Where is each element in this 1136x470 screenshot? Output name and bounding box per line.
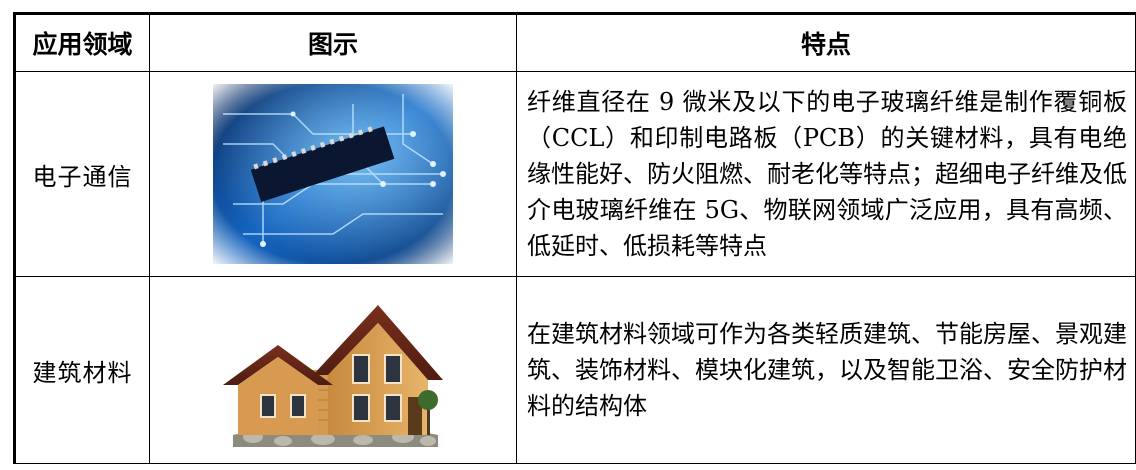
table-row: 电子通信	[13, 71, 1136, 277]
features-cell: 在建筑材料领域可作为各类轻质建筑、节能房屋、景观建筑、装饰材料、模块化建筑，以及…	[516, 276, 1136, 464]
circuit-board-photo	[213, 84, 453, 264]
image-cell	[149, 276, 517, 464]
header-field: 应用领域	[13, 12, 150, 72]
field-cell: 电子通信	[13, 71, 150, 277]
field-cell: 建筑材料	[13, 276, 150, 464]
features-text: 在建筑材料领域可作为各类轻质建筑、节能房屋、景观建筑、装饰材料、模块化建筑，以及…	[527, 320, 1127, 420]
application-table: 应用领域 图示 特点 电子通信	[13, 12, 1136, 464]
wooden-house-photo	[223, 305, 443, 447]
features-text: 纤维直径在 9 微米及以下的电子玻璃纤维是制作覆铜板（CCL）和印制电路板（PC…	[527, 88, 1127, 260]
header-image: 图示	[149, 12, 517, 72]
table-row: 建筑材料	[13, 276, 1136, 464]
header-features: 特点	[516, 12, 1136, 72]
features-cell: 纤维直径在 9 微米及以下的电子玻璃纤维是制作覆铜板（CCL）和印制电路板（PC…	[516, 71, 1136, 277]
image-cell	[149, 71, 517, 277]
